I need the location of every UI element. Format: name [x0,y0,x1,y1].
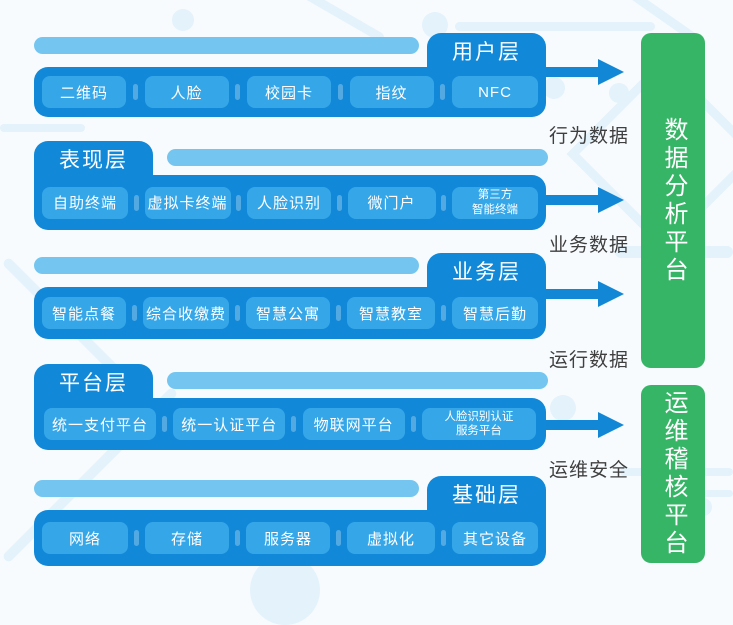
item-smart-ordering: 智能点餐 [42,297,126,329]
item-self-terminal: 自助终端 [42,186,128,219]
item-fee-collection: 综合收缴费 [143,297,229,329]
platform-ops-audit: 运维稽核平台 [641,385,705,563]
decor-circle-4 [609,83,629,103]
decor-circle-2 [172,9,194,31]
layer-business-tab: 业务层 [427,253,546,289]
arrow-runtime-data [546,278,626,310]
separator [291,416,297,432]
separator [336,305,341,321]
layer-business-label: 业务层 [452,261,521,284]
decor-line-left [0,124,85,132]
flow-label-business-data: 业务数据 [548,235,629,256]
item-server: 服务器 [246,522,330,554]
decor-circle-3 [543,77,565,99]
layer-infrastructure-pill [34,480,419,497]
item-campus-card: 校园卡 [247,76,331,108]
layer-business-bar: 智能点餐 综合收缴费 智慧公寓 智慧教室 智慧后勤 [34,287,546,339]
separator [162,416,168,432]
item-other-devices: 其它设备 [452,522,538,554]
item-storage: 存储 [145,522,229,554]
separator [337,84,343,100]
layer-platform-tab: 平台层 [34,364,153,400]
flow-label-behavior-data: 行为数据 [548,126,629,147]
layer-business: 业务层 智能点餐 综合收缴费 智慧公寓 智慧教室 智慧后勤 [34,253,546,339]
layer-platform-bar: 统一支付平台 统一认证平台 物联网平台 人脸识别认证 服务平台 [34,398,546,450]
layer-presentation-pill [167,149,548,166]
layer-infrastructure-tab: 基础层 [427,476,546,512]
item-micro-portal: 微门户 [347,186,436,219]
decor-line-top-horiz [455,22,655,31]
layer-infrastructure-bar: 网络 存储 服务器 虚拟化 其它设备 [34,510,546,566]
platform-ops-audit-label: 运维稽核平台 [660,390,687,558]
separator [440,84,446,100]
separator [235,530,240,546]
layer-infrastructure-label: 基础层 [452,484,521,507]
layer-user-bar: 二维码 人脸 校园卡 指纹 NFC [34,67,546,117]
decor-circle-5 [550,395,576,421]
item-network: 网络 [42,522,128,554]
layer-presentation-label: 表现层 [59,149,128,172]
layer-platform-label: 平台层 [59,372,128,395]
separator [132,84,138,100]
platform-data-analysis: 数据分析平台 [641,33,705,368]
separator [336,530,341,546]
arrow-ops-security [546,409,626,441]
layer-presentation-tab: 表现层 [34,141,153,177]
layer-platform-pill [167,372,548,389]
layer-presentation-bar: 自助终端 虚拟卡终端 人脸识别 微门户 第三方 智能终端 [34,175,546,230]
item-virtual-card-terminal: 虚拟卡终端 [144,186,231,219]
flow-label-ops-security: 运维安全 [548,460,629,481]
separator [132,305,137,321]
item-iot-platform: 物联网平台 [302,408,405,440]
separator [410,416,416,432]
platform-data-analysis-label: 数据分析平台 [660,116,687,285]
layer-user-pill [34,37,419,54]
layer-business-pill [34,257,419,274]
flow-label-runtime-data: 运行数据 [548,350,629,371]
item-nfc: NFC [452,76,538,108]
item-face: 人脸 [144,76,229,108]
item-fingerprint: 指纹 [349,76,434,108]
separator [235,84,241,100]
separator [336,194,342,211]
separator [441,305,446,321]
layer-user-tab: 用户层 [427,33,546,69]
item-third-party-terminal: 第三方 智能终端 [452,186,538,219]
separator [134,530,139,546]
item-unified-payment: 统一支付平台 [44,408,156,440]
arrow-business-data [546,184,626,216]
arrow-behavior-data [546,56,626,88]
item-smart-classroom: 智慧教室 [347,297,435,329]
separator [133,194,139,211]
layer-user: 用户层 二维码 人脸 校园卡 指纹 NFC [34,33,546,117]
item-smart-logistics: 智慧后勤 [452,297,538,329]
separator [236,194,242,211]
item-face-recognition: 人脸识别 [247,186,331,219]
item-qrcode: 二维码 [42,76,126,108]
layer-presentation: 表现层 自助终端 虚拟卡终端 人脸识别 微门户 第三方 智能终端 [34,141,548,230]
item-smart-apartment: 智慧公寓 [246,297,330,329]
item-face-auth-service: 人脸识别认证 服务平台 [421,408,536,440]
separator [441,530,446,546]
layer-infrastructure: 基础层 网络 存储 服务器 虚拟化 其它设备 [34,476,546,566]
layer-user-label: 用户层 [452,41,521,64]
layer-platform: 平台层 统一支付平台 统一认证平台 物联网平台 人脸识别认证 服务平台 [34,364,548,450]
separator [441,194,447,211]
separator [235,305,240,321]
item-virtualization: 虚拟化 [347,522,435,554]
item-unified-auth: 统一认证平台 [173,408,286,440]
